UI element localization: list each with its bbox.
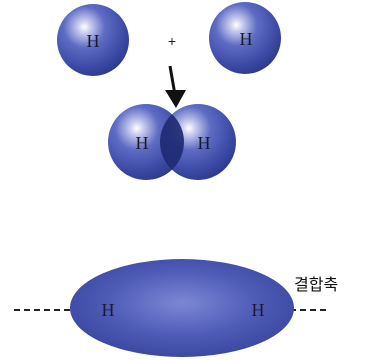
bonding-orbital: H H 결합축 bbox=[14, 259, 338, 357]
arrow-head bbox=[165, 90, 186, 108]
reaction-arrow bbox=[165, 66, 186, 108]
orbital-right-label: H bbox=[252, 300, 265, 320]
molecule-right-label: H bbox=[198, 133, 211, 153]
atom-left-label: H bbox=[87, 31, 100, 51]
orbital-left-label: H bbox=[102, 300, 115, 320]
bond-axis-label: 결합축 bbox=[294, 275, 338, 294]
atom-right-label: H bbox=[240, 29, 253, 49]
h2-molecule: H H bbox=[108, 104, 236, 180]
atom-right: H bbox=[209, 2, 281, 74]
molecule-left-label: H bbox=[136, 133, 149, 153]
atom-left: H bbox=[57, 4, 129, 76]
plus-sign: + bbox=[168, 33, 176, 49]
